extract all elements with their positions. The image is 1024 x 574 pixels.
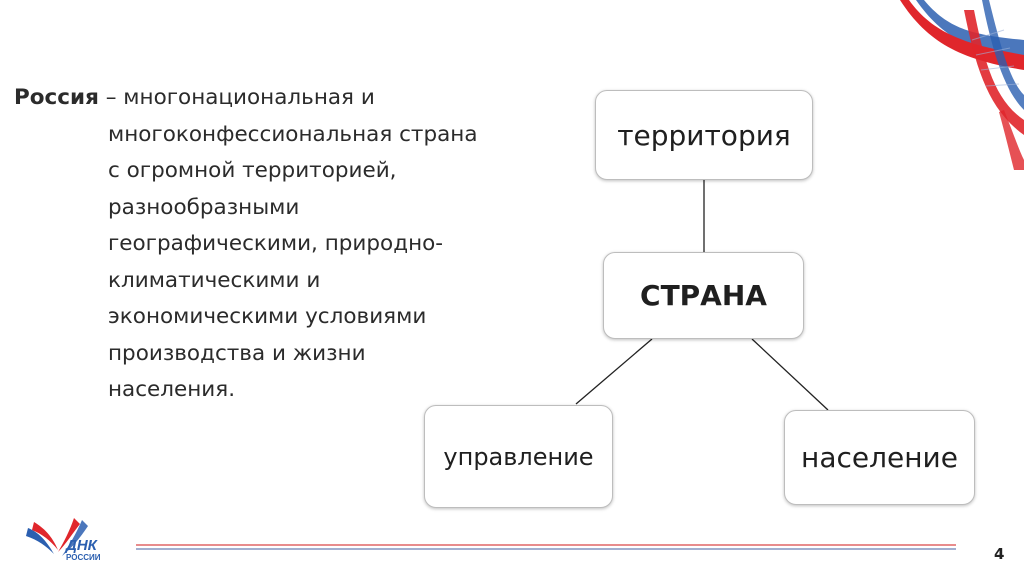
node-population-label: население bbox=[801, 441, 958, 474]
intro-line-3: с огромной территорией, bbox=[108, 158, 397, 183]
intro-term: Россия bbox=[14, 85, 99, 110]
intro-line-4: разнообразными bbox=[108, 194, 300, 220]
connector-bottom-right bbox=[751, 338, 829, 411]
node-population: население bbox=[784, 410, 975, 505]
intro-paragraph: Россия – многонациональная и многоконфес… bbox=[14, 80, 534, 409]
intro-line-8: производства и жизни bbox=[108, 340, 366, 366]
node-territory-label: территория bbox=[617, 118, 791, 152]
logo-title: ДНК bbox=[64, 537, 99, 554]
intro-line-6: климатическими и bbox=[108, 267, 321, 293]
intro-line-7: экономическими условиями bbox=[108, 304, 427, 329]
logo-subtitle: РОССИИ bbox=[66, 553, 101, 562]
intro-line-text: – многонациональная и bbox=[98, 85, 375, 110]
node-territory: территория bbox=[595, 90, 813, 180]
intro-line-2: многоконфессиональная страна bbox=[108, 121, 478, 147]
node-country-label: СТРАНА bbox=[640, 279, 767, 312]
intro-line-5: географическими, природно- bbox=[108, 231, 444, 256]
footer-divider bbox=[136, 544, 956, 550]
page-number: 4 bbox=[994, 545, 1005, 563]
connector-bottom-left bbox=[575, 338, 653, 405]
node-governance-label: управление bbox=[443, 442, 594, 471]
intro-line-9: населения. bbox=[108, 377, 236, 402]
flag-ribbon-decoration bbox=[900, 0, 1024, 170]
dnk-rossii-logo: ДНК РОССИИ bbox=[26, 518, 101, 562]
node-governance: управление bbox=[424, 405, 613, 508]
intro-line-1: Россия – многонациональная и bbox=[14, 80, 534, 117]
node-country: СТРАНА bbox=[603, 252, 804, 339]
